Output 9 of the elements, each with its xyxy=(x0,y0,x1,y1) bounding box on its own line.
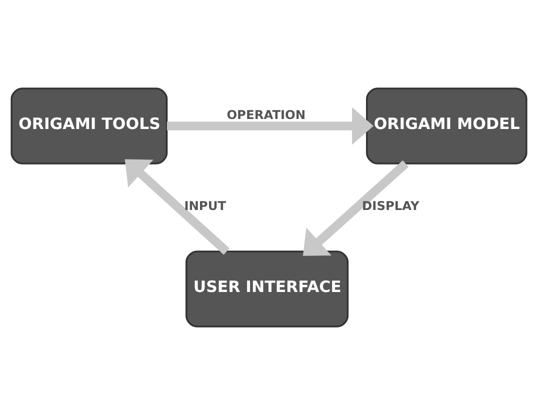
edge-label: DISPLAY xyxy=(362,198,420,212)
edge-label: OPERATION xyxy=(226,108,306,122)
arrow xyxy=(166,106,374,144)
node-box: ORIGAMI MODEL xyxy=(366,87,528,164)
node-box: USER INTERFACE xyxy=(186,250,349,327)
node-box: ORIGAMI TOOLS xyxy=(10,87,168,164)
arrow xyxy=(302,160,409,256)
edge-label: INPUT xyxy=(184,198,226,212)
arrow xyxy=(124,158,230,254)
